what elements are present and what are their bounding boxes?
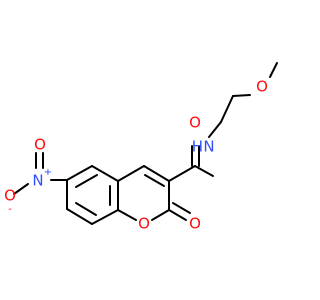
bond — [75, 202, 97, 216]
bond — [208, 121, 222, 138]
atom-o-ring: O — [138, 215, 150, 233]
atom-o-nitro-top: O — [34, 136, 46, 154]
atom-h-amide: H — [192, 138, 203, 156]
bond — [151, 209, 170, 221]
atom-o-amide: O — [189, 114, 201, 132]
atom-o-methoxy: O — [256, 78, 268, 96]
bond — [168, 165, 196, 182]
bond — [194, 165, 214, 177]
atom-o-nitro-left: O — [4, 187, 16, 205]
atom-n-nitro-charge: + — [44, 167, 52, 178]
bond — [144, 174, 165, 187]
bond — [91, 209, 119, 225]
bond — [232, 94, 251, 97]
bond — [91, 165, 119, 182]
atom-labels: O N + O - N H O O O O — [4, 78, 268, 233]
bond — [220, 95, 234, 123]
bond — [75, 174, 98, 188]
bond — [117, 165, 145, 182]
atom-o-nitro-left-charge: - — [8, 204, 12, 215]
atom-n-nitro: N — [32, 172, 43, 190]
bonds — [13, 62, 278, 225]
molecule-structure: O N + O - N H O O O O — [4, 62, 278, 233]
atom-n-amide: N — [203, 138, 214, 156]
atom-o-lactone: O — [189, 215, 201, 233]
bond — [117, 209, 137, 221]
bond — [13, 183, 29, 195]
bond — [66, 208, 93, 225]
bond — [168, 209, 187, 221]
bond — [172, 202, 191, 214]
bond — [143, 165, 170, 182]
bond — [269, 62, 278, 78]
bond — [66, 165, 93, 181]
